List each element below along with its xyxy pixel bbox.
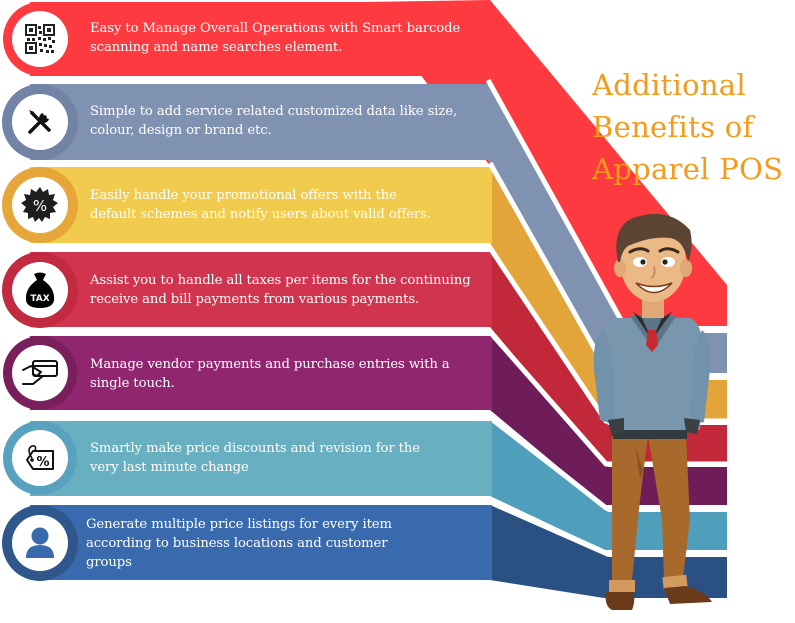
benefit-5-line-1: Manage vendor payments and purchase entr…: [90, 357, 450, 372]
discount-tag-icon: %: [26, 445, 54, 470]
benefit-7-text: Generate multiple price listings for eve…: [86, 515, 486, 572]
title-line-1: Additional: [592, 68, 746, 102]
benefit-7-line-1: Generate multiple price listings for eve…: [86, 517, 392, 532]
benefit-3-line-1: Easily handle your promotional offers wi…: [90, 188, 397, 203]
icon-circle-2: [12, 94, 68, 150]
benefit-6-line-2: very last minute change: [90, 460, 249, 475]
icon-circle-3: %: [12, 177, 68, 233]
benefit-1-line-2: scanning and name searches element.: [90, 40, 343, 55]
title-line-2: Benefits of: [592, 110, 754, 144]
benefit-2-text: Simple to add service related customized…: [90, 102, 490, 140]
percent-badge-icon: %: [21, 187, 58, 222]
benefit-6-line-1: Smartly make price discounts and revisio…: [90, 441, 420, 456]
benefit-3-text: Easily handle your promotional offers wi…: [90, 186, 490, 224]
card-payment-icon: [22, 360, 58, 385]
benefit-3-line-2: default schemes and notify users about v…: [90, 207, 431, 222]
benefit-6-text: Smartly make price discounts and revisio…: [90, 439, 490, 477]
title-line-3: Apparel POS: [592, 152, 784, 186]
icon-circle-6: %: [12, 430, 68, 486]
tax-bag-icon: TAX: [25, 272, 55, 308]
user-icon: [26, 527, 54, 558]
benefit-5-text: Manage vendor payments and purchase entr…: [90, 355, 490, 393]
benefit-7-line-3: groups: [86, 555, 132, 570]
benefit-2-line-1: Simple to add service related customized…: [90, 104, 458, 119]
benefit-4-line-1: Assist you to handle all taxes per items…: [90, 273, 471, 288]
qr-code-icon: [25, 24, 55, 54]
icon-circle-5: [12, 345, 68, 401]
svg-text:%: %: [33, 197, 47, 215]
benefit-4-line-2: receive and bill payments from various p…: [90, 292, 420, 307]
page-title: Additional Benefits of Apparel POS: [592, 64, 783, 190]
svg-text:%: %: [36, 455, 49, 470]
benefit-1-text: Easy to Manage Overall Operations with S…: [90, 19, 490, 57]
svg-text:TAX: TAX: [30, 294, 49, 304]
benefit-7-line-2: according to business locations and cust…: [86, 536, 388, 551]
icon-circle-7: [12, 515, 68, 571]
benefit-4-text: Assist you to handle all taxes per items…: [90, 271, 490, 309]
benefit-1-line-1: Easy to Manage Overall Operations with S…: [90, 21, 461, 36]
benefit-5-line-2: single touch.: [90, 376, 175, 391]
tools-icon: [28, 110, 51, 134]
benefit-2-line-2: colour, design or brand etc.: [90, 123, 272, 138]
icon-circle-4: TAX: [12, 262, 68, 318]
icon-circle-1: [12, 11, 68, 67]
